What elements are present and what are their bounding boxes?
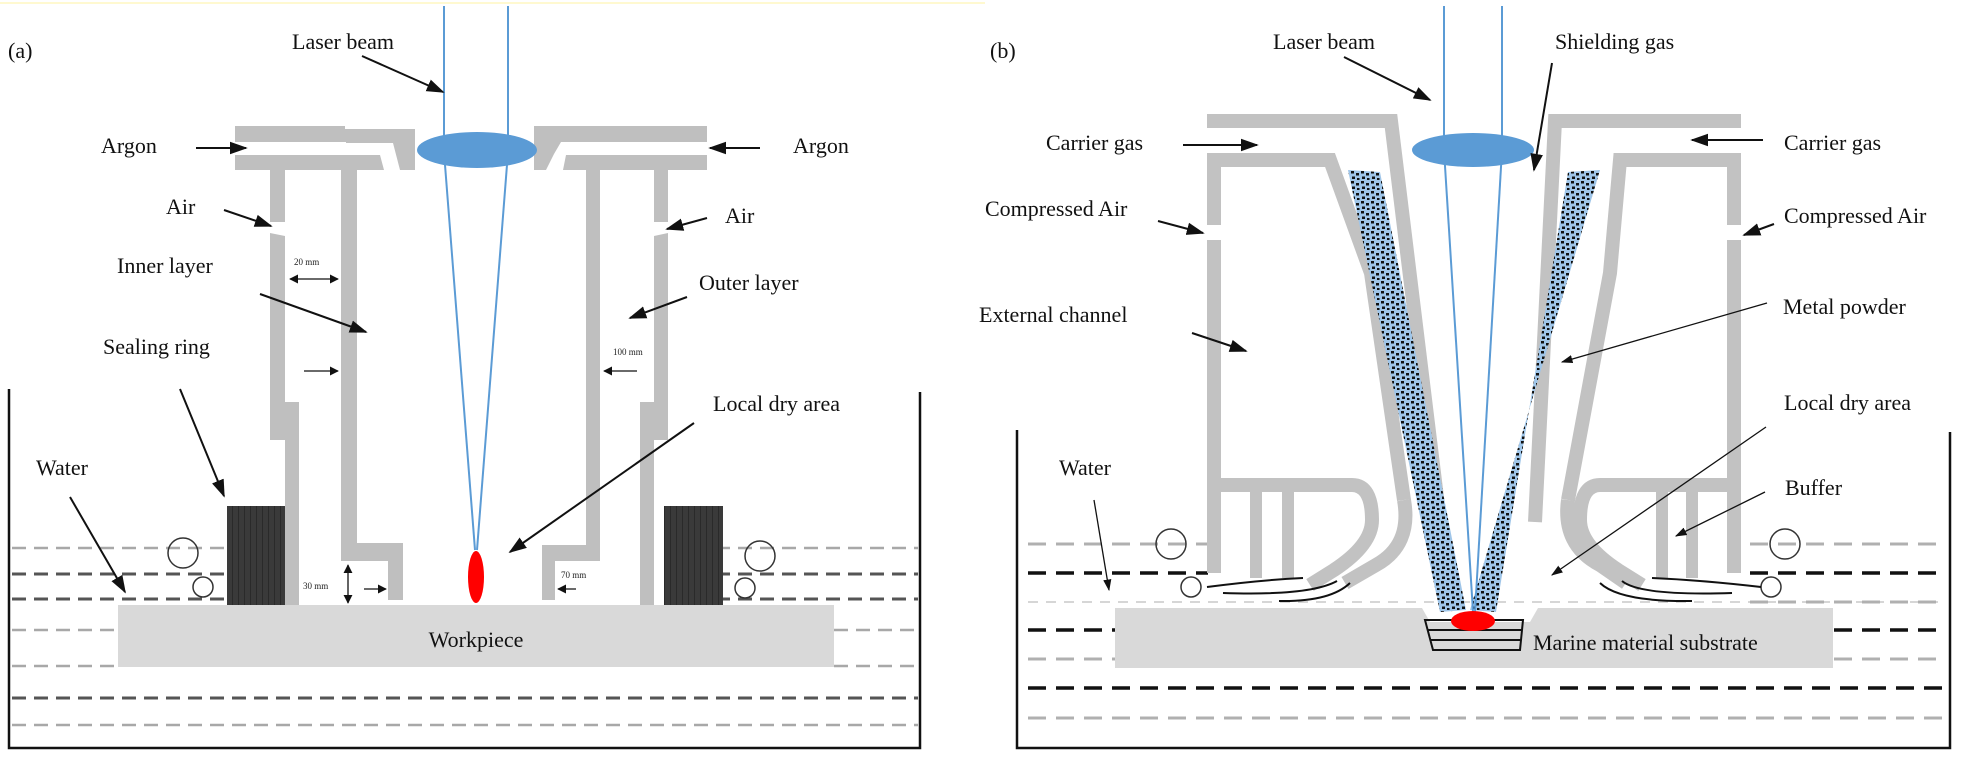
panel-a-tag: (a) xyxy=(8,38,32,63)
nozzle-left-walls xyxy=(1207,114,1447,591)
buffer-lines-right xyxy=(1599,577,1762,603)
dim-height-bottom: 30 mm xyxy=(303,581,328,591)
laser-cone-right xyxy=(476,151,509,551)
arrow-compressed-air-right xyxy=(1742,223,1775,236)
water-lines xyxy=(1028,542,1944,720)
arrow-buffer xyxy=(1674,491,1766,537)
arrow-metal-powder xyxy=(1560,302,1768,364)
arrow-outer-layer xyxy=(628,296,688,319)
arrow-water xyxy=(1093,499,1112,592)
arrow-sealing-ring xyxy=(179,388,225,498)
label-outer-layer: Outer layer xyxy=(699,270,799,295)
bubble xyxy=(192,576,214,598)
metal-powder-left xyxy=(1348,170,1466,612)
label-argon-right: Argon xyxy=(793,133,849,158)
label-compressed-air-right: Compressed Air xyxy=(1784,203,1927,228)
label-local-dry-area: Local dry area xyxy=(713,391,840,416)
label-laser-beam: Laser beam xyxy=(292,29,394,54)
nozzle-right-walls xyxy=(1528,114,1741,591)
buffer-lines-left xyxy=(1206,577,1351,603)
bubble xyxy=(744,540,776,572)
melt-pool xyxy=(1451,611,1495,631)
dim-gap-bottom: 70 mm xyxy=(561,570,586,580)
label-shielding-gas: Shielding gas xyxy=(1555,29,1674,54)
workpiece xyxy=(118,605,834,667)
substrate-label: Marine material substrate xyxy=(1533,630,1758,655)
laser-cone-right xyxy=(1474,149,1503,613)
metal-powder-right xyxy=(1470,170,1600,612)
tank-wall-left xyxy=(7,389,460,750)
label-local-dry-area: Local dry area xyxy=(1784,390,1911,415)
arrow-laser-beam xyxy=(361,55,445,93)
label-water: Water xyxy=(36,455,89,480)
dim-gap-inner: 20 mm xyxy=(294,257,319,267)
label-air-right: Air xyxy=(725,203,755,228)
label-inner-layer: Inner layer xyxy=(117,253,214,278)
laser-cone-left xyxy=(1443,149,1474,613)
arrow-water xyxy=(69,496,126,594)
bubble xyxy=(1769,528,1801,560)
label-laser-beam: Laser beam xyxy=(1273,29,1375,54)
bubble xyxy=(1180,576,1202,598)
arrow-laser-beam xyxy=(1343,56,1432,101)
arrow-air-right xyxy=(665,217,708,231)
arrow-air-left xyxy=(223,209,273,227)
panel-b: (b) Marine material substrate xyxy=(979,6,1952,750)
arrow-external-channel xyxy=(1191,332,1248,352)
focusing-lens xyxy=(417,132,537,168)
panel-b-tag: (b) xyxy=(990,38,1016,63)
nozzle-left-walls xyxy=(235,126,415,605)
melt-pool xyxy=(468,551,484,603)
label-metal-powder: Metal powder xyxy=(1783,294,1906,319)
label-carrier-gas-left: Carrier gas xyxy=(1046,130,1143,155)
workpiece-label: Workpiece xyxy=(429,627,524,652)
label-sealing-ring: Sealing ring xyxy=(103,334,210,359)
sealing-ring-left xyxy=(227,506,288,605)
bubble xyxy=(1155,528,1187,560)
label-argon-left: Argon xyxy=(101,133,157,158)
panel-a: (a) Workpiece xyxy=(7,6,922,750)
arrow-compressed-air-left xyxy=(1157,220,1205,235)
arrow-local-dry-area xyxy=(508,422,695,554)
water-lines xyxy=(12,546,918,727)
arrow-local-dry-area xyxy=(1551,426,1767,576)
tank-wall-right xyxy=(460,392,922,750)
label-carrier-gas-right: Carrier gas xyxy=(1784,130,1881,155)
bubble xyxy=(734,577,756,599)
label-buffer: Buffer xyxy=(1785,475,1843,500)
bubble xyxy=(167,537,199,569)
substrate xyxy=(1115,608,1833,668)
arrow-shielding-gas xyxy=(1530,62,1553,172)
tank xyxy=(1015,430,1952,750)
label-water: Water xyxy=(1059,455,1112,480)
arrow-inner-layer xyxy=(259,293,368,333)
focusing-lens xyxy=(1412,133,1534,167)
bubble xyxy=(1760,576,1782,598)
dim-gap-outer: 100 mm xyxy=(613,347,643,357)
sealing-ring-right xyxy=(664,506,723,605)
label-external-channel: External channel xyxy=(979,302,1127,327)
laser-cone-left xyxy=(443,151,476,551)
label-air-left: Air xyxy=(166,194,196,219)
label-compressed-air-left: Compressed Air xyxy=(985,196,1128,221)
